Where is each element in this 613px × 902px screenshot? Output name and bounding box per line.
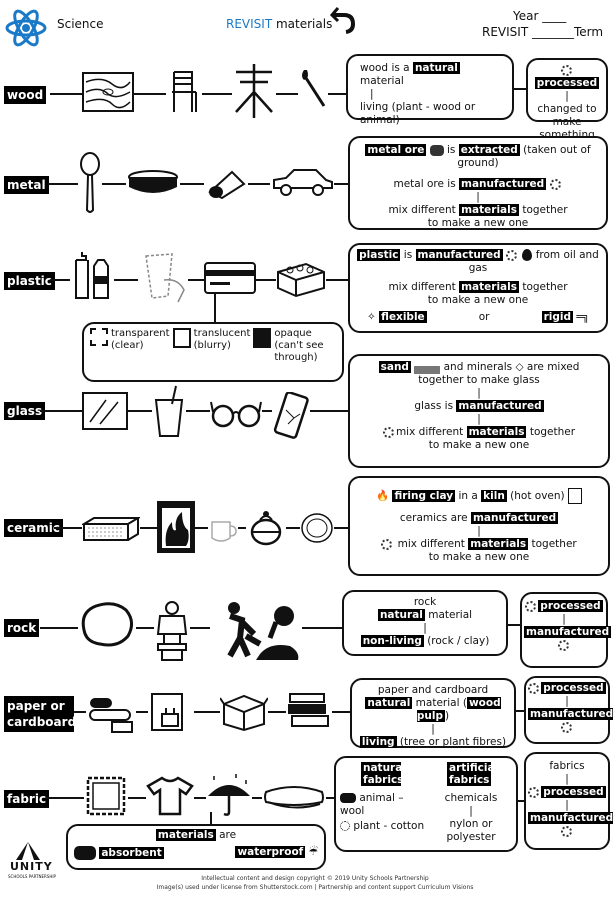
plastic-definition-box: plastic is manufactured from oil and gas… (348, 243, 608, 333)
greeting-card-icon (148, 692, 194, 736)
atom-icon (5, 9, 47, 47)
paper-definition-box: paper and cardboard natural material (wo… (350, 678, 516, 748)
gears-icon (560, 721, 572, 733)
miner-icon (210, 598, 302, 662)
sand-pile-icon (414, 360, 441, 374)
gears-icon (382, 426, 394, 438)
brick-icon (82, 514, 140, 544)
paper-processed-box: processed | manufactured (524, 676, 613, 744)
sheep-icon (340, 793, 356, 803)
coin-stack-icon (126, 168, 180, 196)
lego-brick-icon (276, 258, 326, 298)
telegraph-pole-icon (232, 62, 276, 118)
bank-card-icon (204, 262, 256, 294)
tshirt-icon (146, 776, 194, 816)
row-line-ceramic (54, 527, 348, 529)
cardboard-box-icon (220, 690, 268, 732)
row-label-metal: metal (4, 176, 49, 194)
page-title: REVISIT materials (226, 17, 332, 31)
gears-icon (560, 825, 572, 837)
books-icon (286, 690, 332, 732)
year-label: Year ____ (513, 9, 567, 23)
paper-rolls-icon (86, 694, 136, 734)
teapot-icon (246, 506, 286, 548)
opaque-icon (253, 328, 272, 348)
flexible-icon: ✧ (367, 311, 376, 323)
term-label: REVISIT _______Term (482, 25, 604, 39)
kiln-icon (567, 488, 582, 504)
gears-icon (557, 639, 569, 651)
car-icon (270, 166, 334, 198)
row-line-paper (74, 711, 350, 713)
plastic-cup-icon (138, 250, 188, 304)
unity-logo-text: UNITY (10, 860, 53, 873)
back-arrow-icon (330, 7, 356, 34)
crystal-icon: ◇ (515, 361, 524, 373)
bottles-icon (70, 250, 114, 300)
plate-icon (300, 512, 334, 544)
copyright-line: Intellectual content and design copyrigh… (201, 875, 429, 882)
chair-icon (166, 68, 202, 118)
row-label-wood: wood (4, 86, 47, 104)
gears-icon (549, 178, 561, 190)
fabric-definition-box: natural fabrics artificial fabrics anima… (334, 756, 518, 852)
fabric-processed-box: fabrics | processed | manufactured (524, 752, 613, 850)
fabric-swatch-icon (84, 774, 128, 818)
row-label-rock: rock (4, 619, 40, 637)
gear-icon (528, 786, 540, 798)
rock-processed-box: processed | manufactured (520, 592, 612, 668)
spoon-icon (78, 152, 102, 214)
gears-icon (506, 249, 518, 261)
spectacles-icon (210, 396, 262, 430)
row-label-fabric: fabric (4, 790, 50, 808)
wood-plank-icon (82, 72, 134, 112)
sponge-icon (74, 846, 96, 860)
row-line-plastic (50, 279, 350, 281)
row-line-rock (40, 627, 342, 629)
rigid-icon: ═╗ (576, 311, 589, 323)
gear-icon (528, 682, 540, 694)
fabric-properties-box: materials are absorbent waterproof ☔ (66, 824, 326, 870)
ore-rock-icon (429, 144, 444, 156)
transparent-icon (90, 328, 108, 346)
row-line-glass (40, 410, 350, 412)
glass-pane-icon (82, 392, 128, 430)
metal-definition-box: metal ore is extracted (taken out of gro… (348, 136, 608, 230)
can-icon (204, 166, 248, 200)
rock-definition-box: rock natural material | non-living (rock… (342, 590, 508, 656)
smartphone-icon (272, 392, 310, 440)
title-rest: materials (275, 17, 333, 31)
oil-drop-icon (522, 249, 533, 261)
umbrella-icon (206, 772, 252, 818)
gear-icon (560, 64, 572, 76)
unity-logo-icon (16, 842, 40, 860)
row-label-glass: glass (4, 402, 46, 420)
wood-definition-box: wood is a natural material | living (pla… (346, 54, 514, 126)
cotton-icon (340, 821, 350, 831)
gears-icon (381, 538, 393, 550)
unity-logo-sub: SCHOOLS PARTNERSHIP (8, 874, 56, 879)
magnifier-icon (172, 328, 191, 348)
title-accent: REVISIT (226, 17, 273, 31)
flame-icon: 🔥 (376, 490, 390, 502)
pillows-icon (262, 782, 326, 812)
water-drop-icon: ☔ (308, 846, 318, 858)
transparency-box: transparent (clear) translucent (blurry)… (82, 322, 344, 382)
drinking-glass-icon (152, 384, 186, 438)
ceramic-definition-box: 🔥 firing clay in a kiln (hot oven) ceram… (348, 476, 610, 576)
rock-icon (78, 600, 136, 650)
gear-icon (525, 600, 537, 612)
license-line: Image(s) used under license from Shutter… (156, 884, 474, 891)
match-icon (298, 68, 328, 110)
mug-icon (208, 518, 238, 544)
kiln-fire-icon (157, 501, 195, 553)
statue-icon (154, 598, 190, 664)
row-label-ceramic: ceramic (4, 519, 63, 537)
wood-processed-box: processed | changed to make something (526, 58, 608, 141)
subject-label: Science (57, 17, 104, 31)
row-line-metal (48, 183, 348, 185)
row-label-paper: paper or cardboard (4, 696, 76, 732)
glass-definition-box: sand and minerals ◇ are mixed together t… (348, 354, 610, 468)
row-label-plastic: plastic (4, 272, 55, 290)
